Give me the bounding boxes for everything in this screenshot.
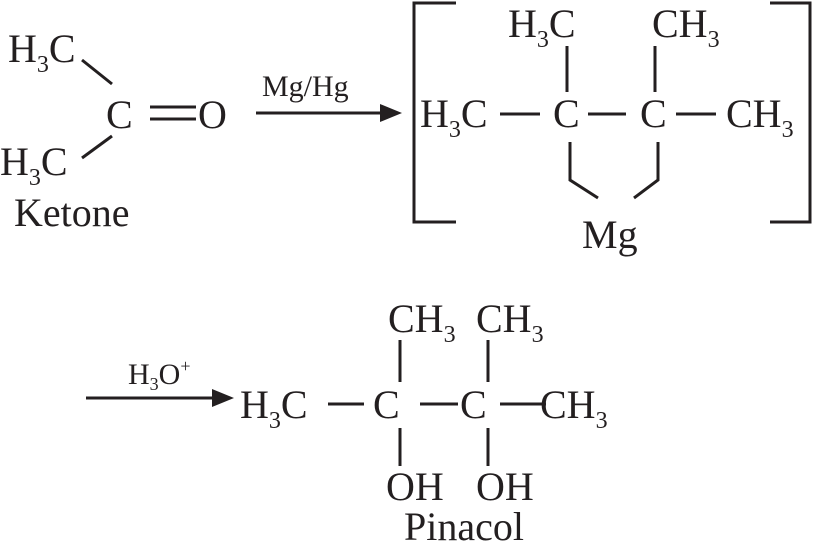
bond-c2-mg	[633, 142, 660, 200]
arrow-1-reagent: Mg/Hg	[262, 70, 349, 103]
pinacol-left-methyl: H3C	[240, 382, 308, 434]
pinacol-c1: C	[373, 382, 400, 427]
arrow-2-head	[212, 389, 234, 407]
intermediate-metal: Mg	[582, 212, 638, 257]
bond-bottom-methyl	[81, 134, 113, 160]
pinacol-top-right-methyl: CH3	[476, 296, 544, 348]
intermediate-left-methyl: H3C	[420, 91, 488, 143]
ketone-oxygen: O	[198, 92, 227, 137]
arrow-2-reagent: H3O+	[128, 356, 191, 394]
bond-c1-mg	[568, 142, 599, 200]
intermediate-c2: C	[640, 91, 667, 136]
intermediate-right-methyl: CH3	[726, 91, 794, 143]
left-bracket	[412, 1, 456, 224]
pinacol-oh-2: OH	[476, 464, 534, 509]
intermediate-top-left-methyl: H3C	[508, 1, 576, 53]
pinacol-label: Pinacol	[404, 504, 524, 546]
ketone-structure: H3C C O H3C Ketone	[0, 26, 227, 235]
ketone-label: Ketone	[14, 190, 130, 235]
ketone-bottom-methyl: H3C	[0, 139, 68, 191]
right-bracket	[770, 1, 812, 224]
ketone-carbonyl-carbon: C	[106, 92, 133, 137]
pinacol-structure: CH3 CH3 H3C C C CH3 OH OH Pinacol	[240, 296, 608, 546]
pinacol-right-methyl: CH3	[540, 382, 608, 434]
pinacol-oh-1: OH	[386, 464, 444, 509]
intermediate-top-right-methyl: CH3	[652, 1, 720, 53]
ketone-top-methyl: H3C	[8, 26, 76, 78]
arrow-2: H3O+	[86, 356, 234, 407]
arrow-1: Mg/Hg	[256, 70, 402, 122]
bond-top-methyl	[81, 58, 113, 86]
arrow-1-head	[380, 104, 402, 122]
pinacol-top-left-methyl: CH3	[388, 296, 456, 348]
intermediate-c1: C	[553, 91, 580, 136]
intermediate-structure: H3C CH3 H3C C C CH3 Mg	[412, 1, 812, 257]
pinacol-c2: C	[460, 382, 487, 427]
